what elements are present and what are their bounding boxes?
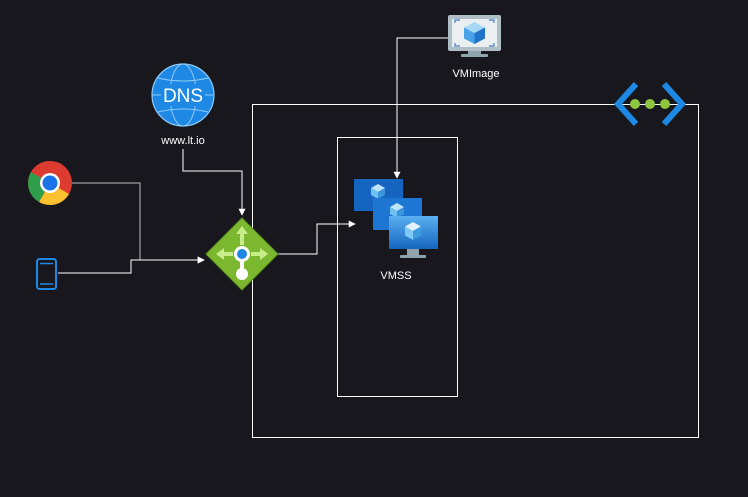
virtual-network-icon — [613, 81, 687, 127]
dns-icon-text: DNS — [163, 86, 203, 107]
edge-dns-to-lb — [182, 149, 246, 216]
edge-vmimage-to-vmss — [393, 37, 448, 179]
edge-mobile-to-lb — [58, 256, 205, 274]
load-balancer-icon — [205, 217, 279, 291]
chrome-browser-icon — [28, 161, 72, 205]
vm-image-label: VMImage — [452, 68, 500, 80]
virtual-network-boundary — [252, 104, 699, 438]
dns-label: www.lt.io — [161, 135, 205, 147]
edge-chrome-to-lb — [72, 182, 205, 264]
mobile-phone-icon — [36, 258, 57, 290]
vm-image-icon — [448, 15, 501, 57]
dns-globe-icon: DNS — [151, 63, 215, 127]
edge-lb-to-vmss — [278, 220, 356, 255]
vmss-label: VMSS — [380, 270, 412, 282]
vm-scale-set-icon — [354, 179, 438, 258]
